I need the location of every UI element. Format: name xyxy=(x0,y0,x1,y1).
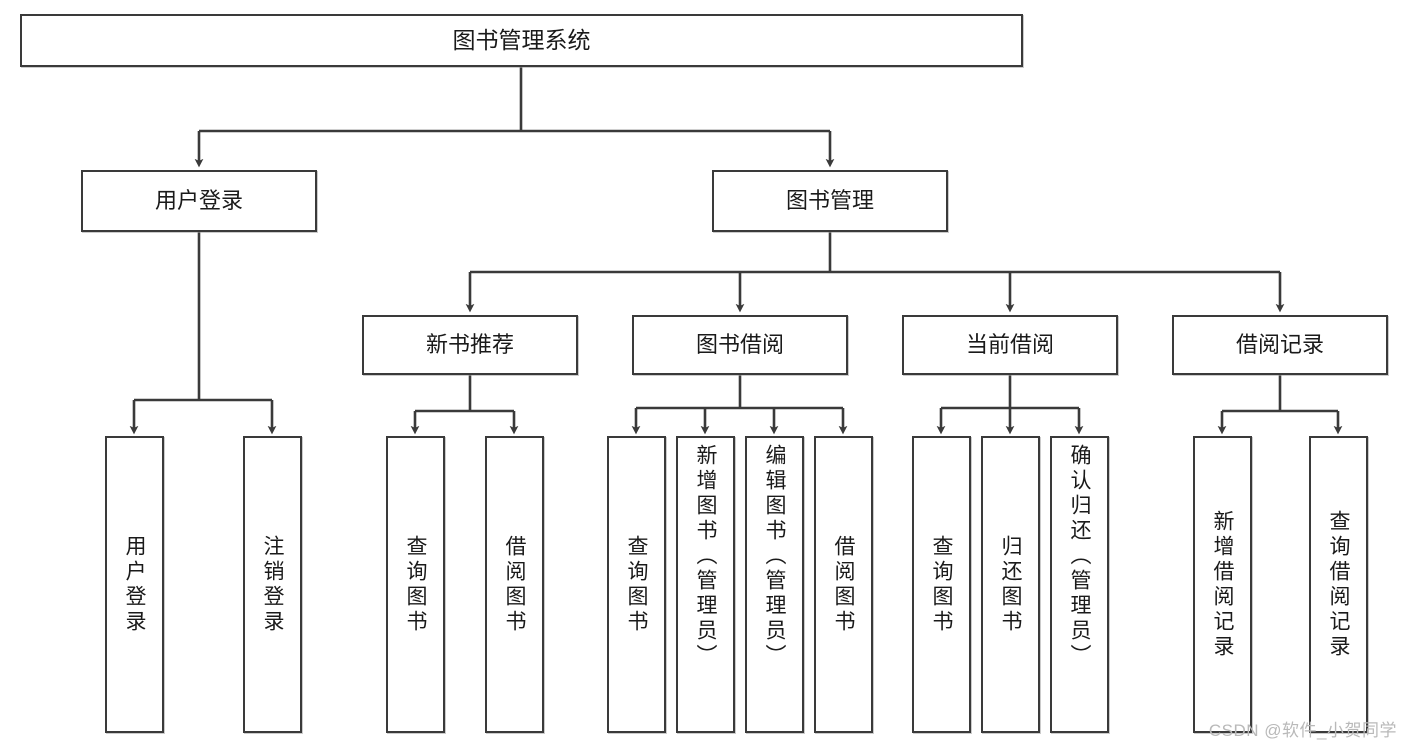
node-label: 编辑图书（管理员） xyxy=(763,444,786,669)
node-label: 注销登录 xyxy=(261,534,284,635)
leaf-query-book-recommend[interactable]: 查询图书 xyxy=(386,436,445,733)
node-label: 图书借阅 xyxy=(695,332,784,358)
leaf-return-book[interactable]: 归还图书 xyxy=(981,436,1040,733)
node-label: 用户登录 xyxy=(154,188,243,214)
leaf-add-borrow-record[interactable]: 新增借阅记录 xyxy=(1193,436,1252,733)
node-label: 图书管理 xyxy=(785,188,874,214)
node-root-system[interactable]: 图书管理系统 xyxy=(20,14,1023,67)
node-label: 确认归还（管理员） xyxy=(1068,444,1091,669)
node-borrow-record[interactable]: 借阅记录 xyxy=(1172,315,1388,375)
leaf-query-book-borrow[interactable]: 查询图书 xyxy=(607,436,666,733)
node-user-login[interactable]: 用户登录 xyxy=(81,170,317,232)
leaf-add-book[interactable]: 新增图书（管理员） xyxy=(676,436,735,733)
node-label: 查询图书 xyxy=(404,534,427,635)
leaf-confirm-return[interactable]: 确认归还（管理员） xyxy=(1050,436,1109,733)
leaf-edit-book[interactable]: 编辑图书（管理员） xyxy=(745,436,804,733)
node-label: 查询图书 xyxy=(625,534,648,635)
node-current-borrow[interactable]: 当前借阅 xyxy=(902,315,1118,375)
node-new-book-recommend[interactable]: 新书推荐 xyxy=(362,315,578,375)
node-label: 借阅图书 xyxy=(503,534,526,635)
node-label: 查询图书 xyxy=(930,534,953,635)
node-label: 查询借阅记录 xyxy=(1327,509,1350,660)
node-label: 新增图书（管理员） xyxy=(694,444,717,669)
leaf-borrow-book-recommend[interactable]: 借阅图书 xyxy=(485,436,544,733)
node-book-borrow[interactable]: 图书借阅 xyxy=(632,315,848,375)
leaf-user-logout[interactable]: 注销登录 xyxy=(243,436,302,733)
leaf-query-borrow-record[interactable]: 查询借阅记录 xyxy=(1309,436,1368,733)
node-label: 用户登录 xyxy=(123,534,146,635)
node-label: 当前借阅 xyxy=(965,332,1054,358)
csdn-watermark: CSDN @软件_小贺同学 xyxy=(1208,721,1397,740)
node-label: 新书推荐 xyxy=(425,332,514,358)
node-label: 借阅记录 xyxy=(1235,332,1324,358)
leaf-borrow-book[interactable]: 借阅图书 xyxy=(814,436,873,733)
node-book-manage[interactable]: 图书管理 xyxy=(712,170,948,232)
node-label: 图书管理系统 xyxy=(452,26,591,53)
leaf-user-login[interactable]: 用户登录 xyxy=(105,436,164,733)
node-label: 借阅图书 xyxy=(832,534,855,635)
leaf-query-book-current[interactable]: 查询图书 xyxy=(912,436,971,733)
node-label: 新增借阅记录 xyxy=(1211,509,1234,660)
node-label: 归还图书 xyxy=(999,534,1022,635)
